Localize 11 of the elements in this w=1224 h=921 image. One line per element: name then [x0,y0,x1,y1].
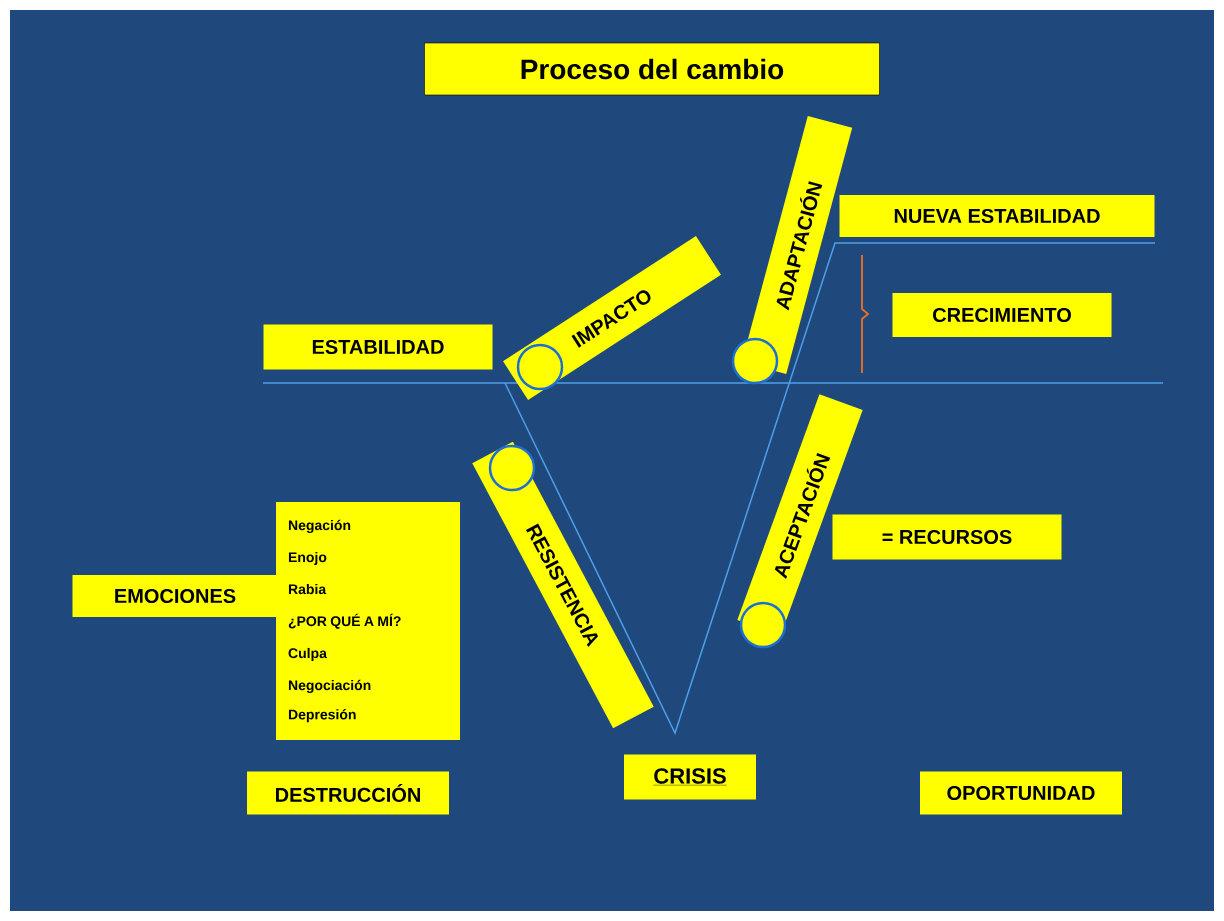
label-box: EMOCIONES [72,575,278,617]
title: Proceso del cambio [424,42,880,96]
label-box: ESTABILIDAD [263,324,493,370]
label-box: Negación Enojo Rabia ¿POR QUÉ A MÍ? Culpa Negociación Depresión [276,502,460,740]
label-box: NUEVA ESTABILIDAD [839,195,1155,237]
label-box: CRISIS [624,754,756,800]
label-box: CRECIMIENTO [892,293,1112,337]
label-box: DESTRUCCIÓN [247,771,449,815]
label-box: = RECURSOS [832,514,1062,560]
node-label: EMOCIONES [115,588,236,604]
label-box: OPORTUNIDAD [920,771,1122,815]
